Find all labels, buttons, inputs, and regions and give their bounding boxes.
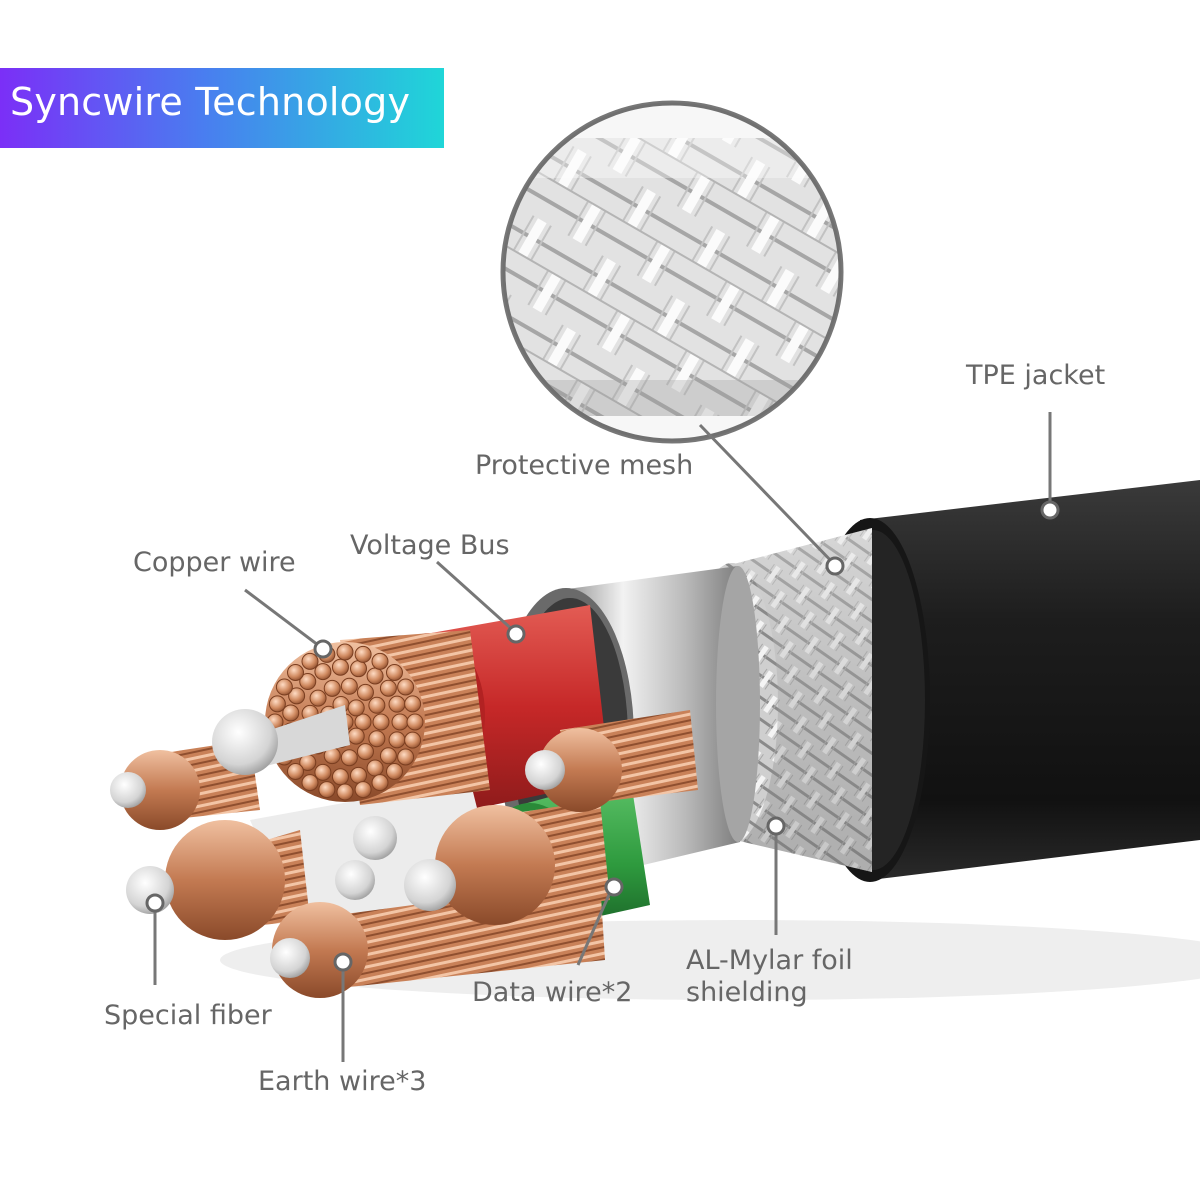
copper-strand <box>314 763 332 781</box>
label-tpe-jacket: TPE jacket <box>966 360 1106 391</box>
copper-strand <box>391 713 409 731</box>
copper-strand <box>336 643 354 661</box>
copper-bundle-center <box>435 800 610 925</box>
label-special-fiber: Special fiber <box>104 1000 272 1031</box>
copper-strand <box>371 652 389 670</box>
copper-strand <box>406 713 424 731</box>
copper-strand <box>354 781 372 799</box>
copper-strand <box>388 695 406 713</box>
copper-strand <box>368 696 386 714</box>
copper-strand <box>287 664 305 682</box>
copper-strand <box>404 695 422 713</box>
label-protective-mesh: Protective mesh <box>475 450 694 481</box>
copper-strand <box>385 664 403 682</box>
copper-strand <box>309 689 327 707</box>
label-copper-wire: Copper wire <box>133 547 296 578</box>
title-banner: Syncwire Technology <box>0 68 444 148</box>
copper-strand <box>340 677 358 695</box>
copper-strand <box>314 663 332 681</box>
copper-wire-bundle <box>265 630 490 805</box>
page-title: Syncwire Technology <box>10 80 411 124</box>
copper-strand <box>350 766 368 784</box>
mesh-zoom-circle <box>500 100 844 444</box>
copper-strand <box>340 749 358 767</box>
copper-bundle-lower-left <box>165 820 310 940</box>
copper-strand <box>356 683 374 701</box>
copper-strand <box>318 781 336 799</box>
copper-strand <box>347 727 365 745</box>
label-data-wire: Data wire*2 <box>472 977 633 1008</box>
copper-bundle-left <box>120 740 260 830</box>
copper-strand <box>366 667 384 685</box>
copper-strand <box>356 743 374 761</box>
label-voltage-bus: Voltage Bus <box>350 530 510 561</box>
copper-strand <box>299 673 317 691</box>
copper-strand <box>336 783 354 801</box>
copper-strand <box>354 645 372 663</box>
copper-strand <box>331 768 349 786</box>
label-earth-wire: Earth wire*3 <box>258 1066 427 1097</box>
copper-strand <box>323 679 341 697</box>
copper-strand <box>268 695 286 713</box>
copper-strand <box>388 731 406 749</box>
silver-fiber-cores <box>110 705 565 978</box>
copper-strand <box>275 678 293 696</box>
copper-strand <box>347 699 365 717</box>
copper-strand <box>379 679 397 697</box>
copper-strand <box>371 774 389 792</box>
copper-strand <box>288 687 306 705</box>
copper-strand <box>404 731 422 749</box>
copper-strand <box>379 747 397 765</box>
copper-strand <box>397 748 415 766</box>
label-foil-line2: shielding <box>686 977 808 1008</box>
copper-strand <box>366 759 384 777</box>
copper-strand <box>397 678 415 696</box>
leader-lines <box>153 412 1052 1062</box>
copper-strand <box>301 652 319 670</box>
copper-strand <box>301 774 319 792</box>
copper-strand <box>287 762 305 780</box>
copper-bundle-right <box>538 710 698 812</box>
copper-strand <box>350 660 368 678</box>
leader-dots <box>145 500 1060 972</box>
copper-strand <box>385 762 403 780</box>
copper-strand <box>282 704 300 722</box>
copper-strand <box>368 730 386 748</box>
copper-strand <box>331 658 349 676</box>
copper-strand <box>354 713 372 731</box>
copper-strand <box>372 713 390 731</box>
label-foil-line1: AL-Mylar foil <box>686 945 853 976</box>
